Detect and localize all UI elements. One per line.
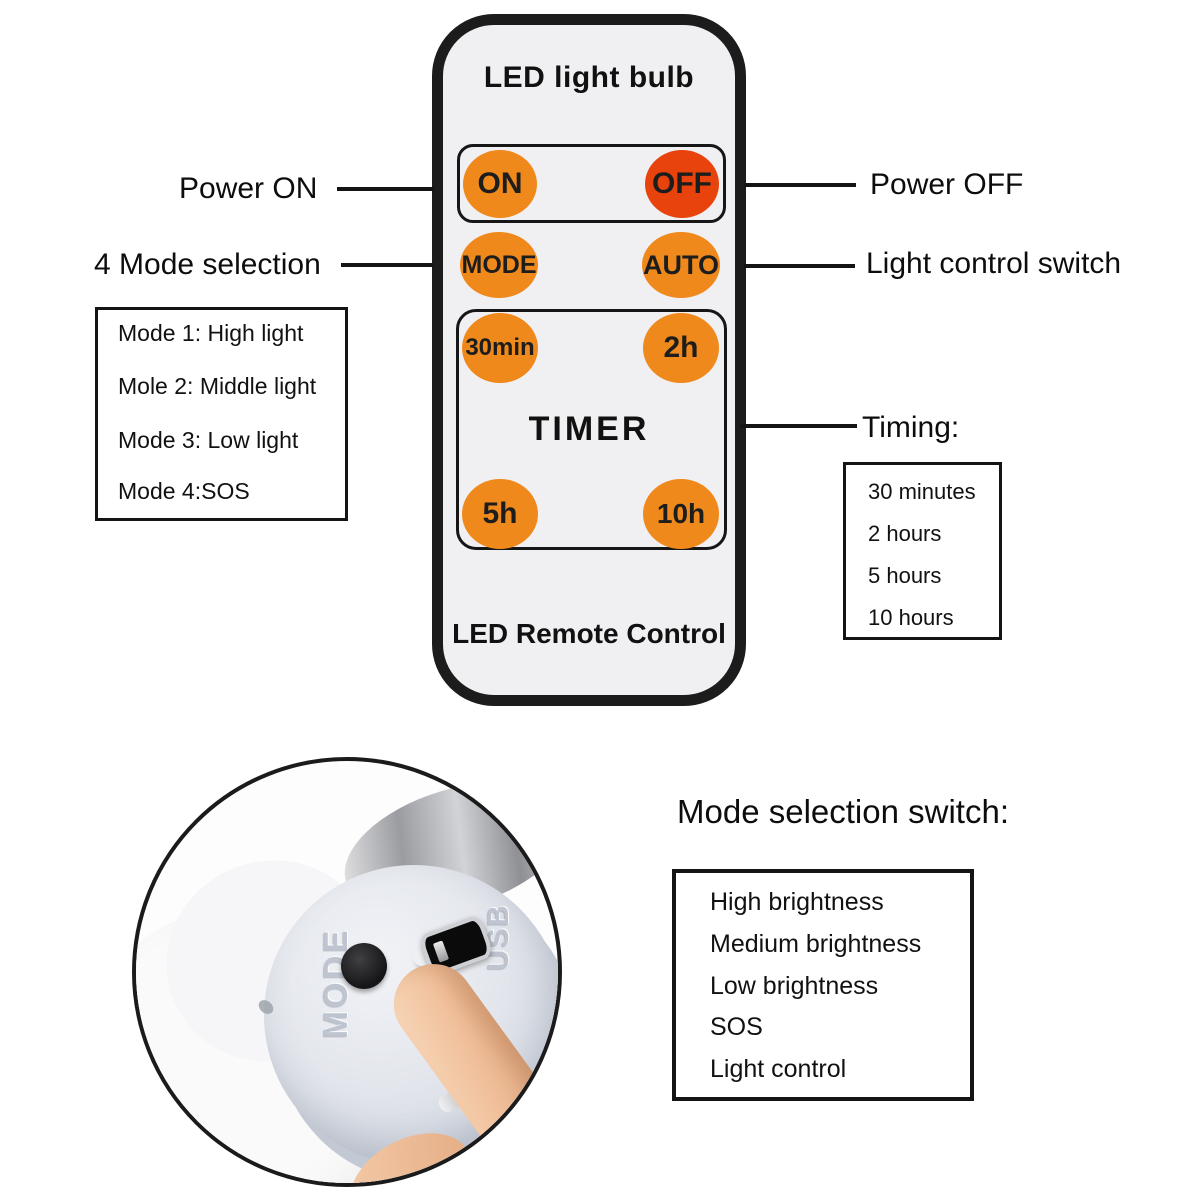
on-off-group-box xyxy=(457,144,726,223)
mode-switch-item: Low brightness xyxy=(710,972,879,1000)
usb-contacts xyxy=(432,940,450,963)
bulb-base-photo: MODE USB xyxy=(132,757,562,1187)
timing-list-item: 2 hours xyxy=(868,521,942,546)
mode-list-item: Mole 2: Middle light xyxy=(118,373,317,399)
mode-switch-item: SOS xyxy=(710,1013,763,1041)
power-on-callout-line xyxy=(337,187,434,191)
light-control-callout-line xyxy=(744,264,855,268)
timer-group-box xyxy=(456,309,727,550)
timing-list-item: 5 hours xyxy=(868,563,942,588)
timer-label: TIMER xyxy=(528,410,650,448)
mode-selection-label: 4 Mode selection xyxy=(94,248,321,281)
mode-button[interactable]: MODE xyxy=(460,232,538,298)
mode-selection-callout-line xyxy=(341,263,434,267)
timer-2h-button[interactable]: 2h xyxy=(643,313,719,383)
timer-30min-button[interactable]: 30min xyxy=(462,313,538,383)
timer-5h-button[interactable]: 5h xyxy=(462,479,538,549)
timing-callout-line xyxy=(740,424,857,428)
timing-label: Timing: xyxy=(862,411,960,444)
auto-button[interactable]: AUTO xyxy=(642,232,720,298)
power-on-label: Power ON xyxy=(179,172,318,205)
remote-control: LED light bulb ON OFF MODE AUTO 30min 2h… xyxy=(432,14,746,706)
timing-list-item: 10 hours xyxy=(868,605,954,630)
mode-switch-item: Light control xyxy=(710,1055,847,1083)
physical-mode-button[interactable] xyxy=(341,943,387,989)
power-off-label: Power OFF xyxy=(870,168,1024,201)
mode-switch-item: High brightness xyxy=(710,888,884,916)
mode-list-item: Mode 3: Low light xyxy=(118,427,299,453)
mode-switch-item: Medium brightness xyxy=(710,930,922,958)
timing-list-box: 30 minutes 2 hours 5 hours 10 hours xyxy=(843,462,1002,640)
remote-footer: LED Remote Control xyxy=(452,618,726,649)
mode-list-box: Mode 1: High light Mole 2: Middle light … xyxy=(95,307,348,521)
mode-list-item: Mode 4:SOS xyxy=(118,478,250,504)
timer-10h-button[interactable]: 10h xyxy=(643,479,719,549)
mode-list-item: Mode 1: High light xyxy=(118,320,304,346)
timing-list-item: 30 minutes xyxy=(868,479,976,504)
off-button[interactable]: OFF xyxy=(645,150,719,218)
mode-switch-box: High brightness Medium brightness Low br… xyxy=(672,869,974,1101)
power-off-callout-line xyxy=(744,183,856,187)
remote-title: LED light bulb xyxy=(483,61,695,94)
on-button[interactable]: ON xyxy=(463,150,537,218)
light-control-switch-label: Light control switch xyxy=(866,247,1122,280)
mode-switch-heading: Mode selection switch: xyxy=(677,793,1009,830)
